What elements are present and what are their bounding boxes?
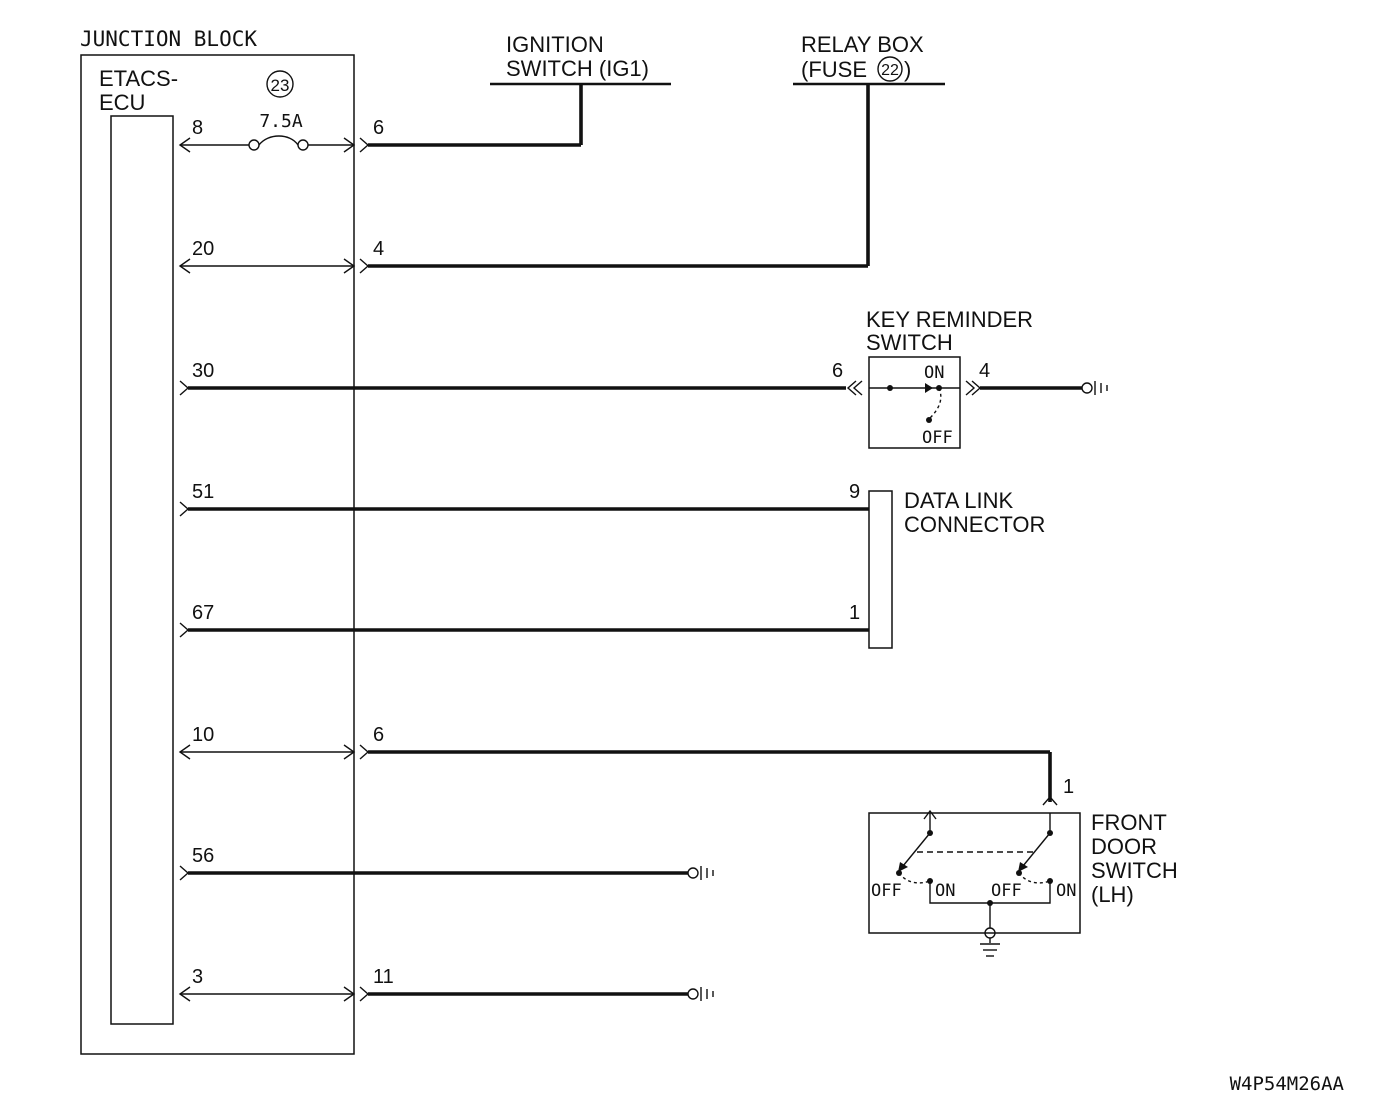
row-3-connection [178,986,688,1002]
front-door-on-right: ON [1056,881,1076,901]
row-20-connection [178,85,870,274]
ecu-pin-10: 10 [192,724,214,746]
key-reminder-label-line2: SWITCH [866,330,953,355]
row-56-connection [179,865,688,881]
etacs-ecu-label-line2: ECU [99,90,145,115]
front-door-switch-box [868,812,1081,934]
ecu-pin-20: 20 [192,238,214,260]
row-10-connection [178,744,1058,806]
data-link-label-line1: DATA LINK [904,488,1014,513]
key-reminder-pin-6: 6 [832,360,843,382]
fuse-number: 23 [271,76,290,95]
ecu-pin-67: 67 [192,602,214,624]
front-door-pin-1: 1 [1063,776,1074,798]
key-reminder-pin-4: 4 [979,360,990,382]
ground-icon [1081,381,1108,395]
relay-box-label-line2-suffix: ) [904,57,911,82]
ecu-pin-56: 56 [192,845,214,867]
front-door-label-line2: DOOR [1091,834,1157,859]
relay-box-label-line1: RELAY BOX [801,32,924,57]
figure-code: W4P54M26AA [1230,1073,1345,1095]
ignition-switch-label-line1: IGNITION [506,32,604,57]
front-door-off-right: OFF [991,881,1022,901]
front-door-switch-symbol [896,809,1053,957]
fuse-number-circle [266,70,294,98]
row-30-connection [179,380,863,396]
etacs-ecu-box [110,115,174,1025]
row-8-connection [178,85,583,153]
jb-pin-6-top: 6 [373,117,384,139]
fuse-rating: 7.5A [259,111,303,132]
key-reminder-off-label: OFF [922,428,953,448]
key-reminder-switch-box [868,356,961,449]
data-link-label-line2: CONNECTOR [904,512,1045,537]
front-door-off-left: OFF [871,881,902,901]
jb-pin-4: 4 [373,238,384,260]
key-reminder-on-label: ON [924,363,944,383]
ecu-pin-51: 51 [192,481,214,503]
key-reminder-label-line1: KEY REMINDER [866,307,1033,332]
relay-fuse-number-circle [877,56,903,82]
relay-box-label-line2-prefix: (FUSE [801,57,867,82]
ground-icon [687,866,714,880]
jb-pin-11: 11 [373,966,394,988]
junction-block-label: JUNCTION BLOCK [80,27,257,51]
ground-icon [687,987,714,1001]
front-door-on-left: ON [935,881,955,901]
ecu-pin-8: 8 [192,117,203,139]
ecu-pin-3: 3 [192,966,203,988]
front-door-label-line1: FRONT [1091,810,1167,835]
etacs-ecu-label-line1: ETACS- [99,66,178,91]
ignition-switch-label-line2: SWITCH (IG1) [506,56,649,81]
key-reminder-switch-symbol [869,383,960,423]
key-reminder-ground-wire [965,380,1082,396]
relay-fuse-number: 22 [881,62,899,79]
data-link-pin-1: 1 [849,602,860,624]
jb-pin-6-bottom: 6 [373,724,384,746]
data-link-pin-9: 9 [849,481,860,503]
front-door-label-line4: (LH) [1091,882,1134,907]
front-door-label-line3: SWITCH [1091,858,1178,883]
ecu-pin-30: 30 [192,360,214,382]
data-link-connector-box [868,490,893,649]
